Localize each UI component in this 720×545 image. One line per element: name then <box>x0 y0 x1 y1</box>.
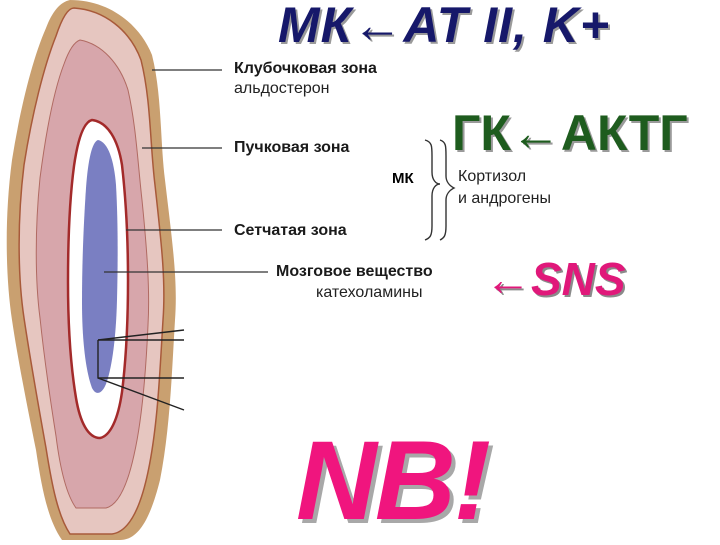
label-mk-small: МК <box>392 170 414 187</box>
bracket-left <box>424 139 441 241</box>
label-fasciculata: Пучковая зона <box>234 139 350 156</box>
label-androgens: и андрогены <box>458 190 551 207</box>
label-medulla: Мозговое вещество <box>276 263 433 280</box>
label-catecholamines: катехоламины <box>316 284 423 301</box>
nb-callout: NB! <box>296 418 491 543</box>
lower-pointer-line-a <box>97 329 185 341</box>
label-aldosterone: альдостерон <box>234 80 330 97</box>
label-reticularis: Сетчатая зона <box>234 222 347 239</box>
medulla-core <box>82 140 118 393</box>
label-glomerulosa: Клубочковая зона <box>234 60 377 77</box>
heading-mk-at-k: МК←AT II, K+ <box>278 0 611 53</box>
label-cortisol: Кортизол <box>458 168 527 185</box>
heading-sns: ←SNS <box>485 253 626 305</box>
bracket-right <box>439 139 456 241</box>
heading-gk-actg: ГК←АКТГ <box>452 105 688 161</box>
